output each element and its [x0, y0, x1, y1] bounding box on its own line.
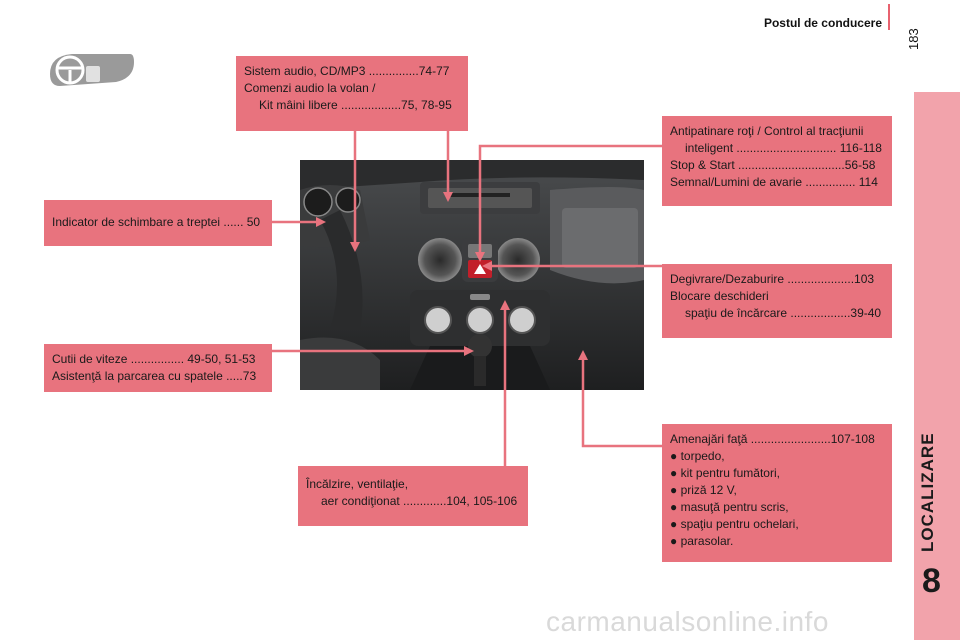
- front-fittings-box: Amenajări faţă ........................1…: [662, 424, 892, 562]
- box-line: aer condiţionat .............104, 105-10…: [321, 494, 518, 508]
- side-tab-label: LOCALIZARE: [918, 432, 937, 552]
- audio-system-box: Sistem audio, CD/MP3 ...............74-7…: [236, 56, 468, 131]
- heating-ventilation-box: Încălzire, ventilaţie, aer condiţionat .…: [298, 466, 528, 526]
- box-line: ● spaţiu pentru ochelari,: [670, 517, 799, 531]
- box-line: ● parasolar.: [670, 534, 734, 548]
- section-title: Postul de conducere: [763, 16, 882, 30]
- chapter-number: 8: [922, 562, 941, 600]
- box-line: ● masuţă pentru scris,: [670, 500, 789, 514]
- header-rule: [888, 4, 890, 30]
- box-line: Blocare deschideri: [670, 289, 769, 303]
- box-line: Antipatinare roţi / Control al tracţiuni…: [670, 124, 864, 138]
- box-line: inteligent .............................…: [685, 141, 882, 155]
- box-line: Comenzi audio la volan /: [244, 81, 376, 95]
- dashboard-steering-wheel-icon: [50, 54, 134, 86]
- side-tab: [914, 92, 960, 640]
- box-line: Degivrare/Dezaburire ...................…: [670, 272, 875, 286]
- box-line: ● kit pentru fumători,: [670, 466, 780, 480]
- gear-shift-indicator-box: Indicator de schimbare a treptei ...... …: [44, 200, 272, 246]
- box-line: Stop & Start ...........................…: [670, 158, 876, 172]
- box-line: Cutii de viteze ................ 49-50, …: [52, 352, 256, 366]
- box-line: Indicator de schimbare a treptei ...... …: [52, 215, 261, 229]
- box-line: Semnal/Lumini de avarie ............... …: [670, 175, 878, 189]
- box-line: Încălzire, ventilaţie,: [306, 477, 409, 491]
- gearbox-box: Cutii de viteze ................ 49-50, …: [44, 344, 272, 392]
- box-line: Amenajări faţă ........................1…: [670, 432, 875, 446]
- watermark: carmanualsonline.info: [546, 606, 829, 637]
- box-line: ● torpedo,: [670, 449, 725, 463]
- demisting-box: Degivrare/Dezaburire ...................…: [662, 264, 892, 338]
- traction-control-box: Antipatinare roţi / Control al tracţiuni…: [662, 116, 892, 206]
- box-line: Asistenţă la parcarea cu spatele .....73: [52, 369, 257, 383]
- box-line: ● priză 12 V,: [670, 483, 737, 497]
- box-line: Sistem audio, CD/MP3 ...............74-7…: [244, 64, 450, 78]
- dashboard-photo: [300, 160, 644, 390]
- box-line: Kit mâini libere ..................75, 7…: [259, 98, 452, 112]
- page-number: 183: [906, 28, 921, 50]
- box-line: spaţiu de încărcare ..................39…: [685, 306, 882, 320]
